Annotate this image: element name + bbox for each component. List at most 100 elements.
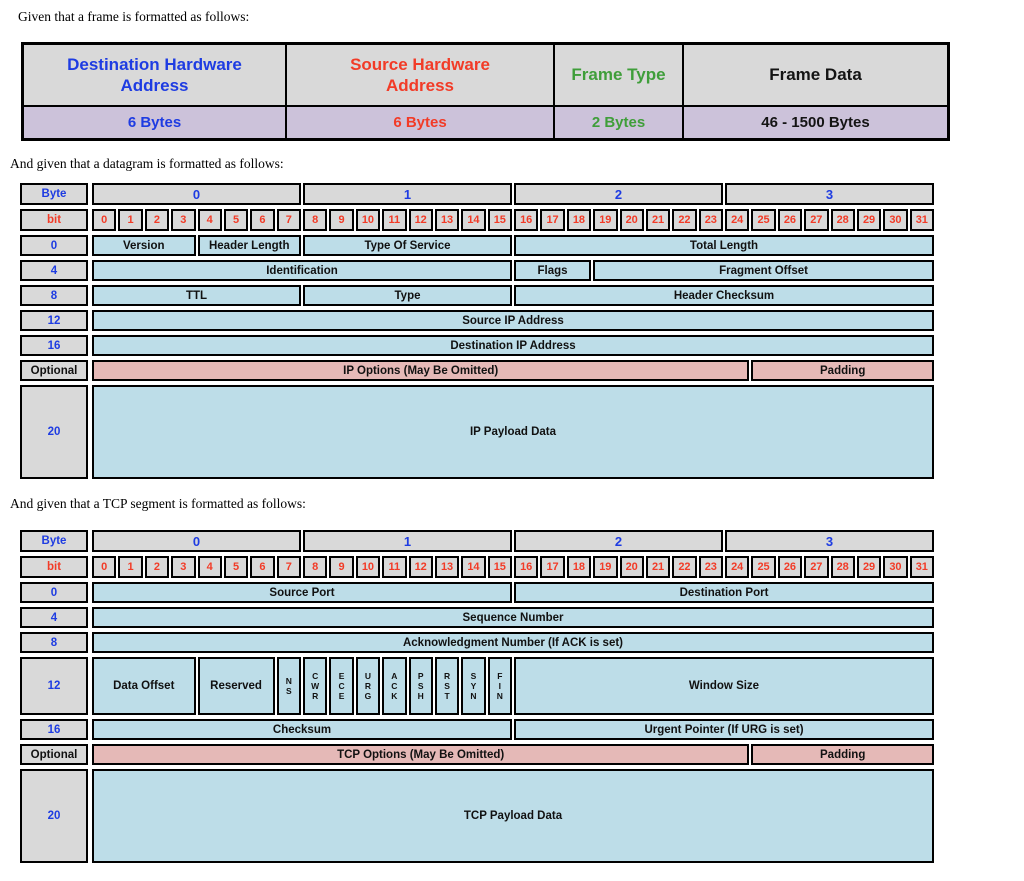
field-fin: F I N (487, 657, 512, 715)
bit-1: 1 (118, 556, 143, 578)
bit-11: 11 (382, 556, 407, 578)
bit-24: 24 (725, 209, 750, 231)
row-label-byte: Byte (20, 183, 88, 205)
field-checksum: Checksum (92, 719, 512, 740)
field-ttl: TTL (92, 285, 301, 306)
byte-group-3: 3 (725, 183, 934, 205)
frame-header-destination-hardware-address: Destination Hardware Address (24, 45, 285, 105)
bit-30: 30 (883, 209, 908, 231)
bit-27: 27 (804, 209, 829, 231)
bit-28: 28 (830, 209, 855, 231)
field-ip-payload-data: IP Payload Data (92, 385, 934, 479)
bit-29: 29 (856, 209, 882, 231)
bit-2: 2 (144, 209, 170, 231)
field-tcp-options-may-be-omitted: TCP Options (May Be Omitted) (92, 744, 750, 765)
byte-group-2: 2 (514, 183, 723, 205)
bit-18: 18 (566, 556, 592, 578)
row-cells: Destination IP Address (92, 335, 934, 356)
frame-size-frame-data: 46 - 1500 Bytes (684, 107, 947, 138)
row-cells: Acknowledgment Number (If ACK is set) (92, 632, 934, 653)
bit-3: 3 (171, 556, 196, 578)
bit-16: 16 (514, 209, 539, 231)
field-ns: N S (276, 657, 301, 715)
field-padding: Padding (751, 744, 934, 765)
bit-9: 9 (329, 556, 354, 578)
bit-13: 13 (434, 556, 460, 578)
row-cells: TCP Payload Data (92, 769, 934, 863)
byte-group-1: 1 (303, 183, 512, 205)
bit-23: 23 (698, 556, 723, 578)
bit-16: 16 (514, 556, 539, 578)
row-label-4: 4 (20, 607, 88, 628)
bit-26: 26 (777, 209, 803, 231)
row-label-4: 4 (20, 260, 88, 281)
frame-header-frame-type: Frame Type (555, 45, 682, 105)
row-label-20: 20 (20, 769, 88, 863)
row-label-16: 16 (20, 335, 88, 356)
bit-8: 8 (303, 556, 328, 578)
intro-tcp-text: And given that a TCP segment is formatte… (10, 496, 306, 511)
bit-7: 7 (276, 209, 301, 231)
field-urgent-pointer-if-urg-is-set: Urgent Pointer (If URG is set) (514, 719, 934, 740)
bit-10: 10 (355, 209, 381, 231)
bit-18: 18 (566, 209, 592, 231)
bit-28: 28 (830, 556, 855, 578)
field-syn: S Y N (461, 657, 486, 715)
row-label-optional: Optional (20, 360, 88, 381)
field-destination-ip-address: Destination IP Address (92, 335, 934, 356)
bit-20: 20 (619, 556, 644, 578)
field-source-port: Source Port (92, 582, 512, 603)
bit-12: 12 (408, 209, 433, 231)
bit-21: 21 (645, 209, 671, 231)
bit-10: 10 (355, 556, 381, 578)
frame-size-frame-type: 2 Bytes (555, 107, 682, 138)
bit-6: 6 (250, 556, 275, 578)
row-cells: IP Options (May Be Omitted)Padding (92, 360, 934, 381)
bit-6: 6 (250, 209, 275, 231)
field-header-checksum: Header Checksum (514, 285, 934, 306)
field-urg: U R G (355, 657, 381, 715)
bit-15: 15 (487, 209, 512, 231)
field-identification: Identification (92, 260, 512, 281)
field-tcp-payload-data: TCP Payload Data (92, 769, 934, 863)
bit-22: 22 (672, 209, 697, 231)
intro-frame-text: Given that a frame is formatted as follo… (18, 9, 250, 24)
bit-12: 12 (408, 556, 433, 578)
row-cells: IP Payload Data (92, 385, 934, 479)
row-cells: Source IP Address (92, 310, 934, 331)
intro-datagram-text: And given that a datagram is formatted a… (10, 156, 284, 171)
row-label-12: 12 (20, 657, 88, 715)
bit-20: 20 (619, 209, 644, 231)
bit-17: 17 (540, 556, 565, 578)
bit-0: 0 (92, 209, 117, 231)
row-label-8: 8 (20, 285, 88, 306)
bit-23: 23 (698, 209, 723, 231)
field-window-size: Window Size (514, 657, 934, 715)
field-version: Version (92, 235, 196, 256)
frame-header-frame-data: Frame Data (684, 45, 947, 105)
byte-group-3: 3 (725, 530, 934, 552)
field-total-length: Total Length (514, 235, 934, 256)
field-ece: E C E (329, 657, 354, 715)
field-ip-options-may-be-omitted: IP Options (May Be Omitted) (92, 360, 750, 381)
bit-25: 25 (751, 556, 776, 578)
bit-15: 15 (487, 556, 512, 578)
